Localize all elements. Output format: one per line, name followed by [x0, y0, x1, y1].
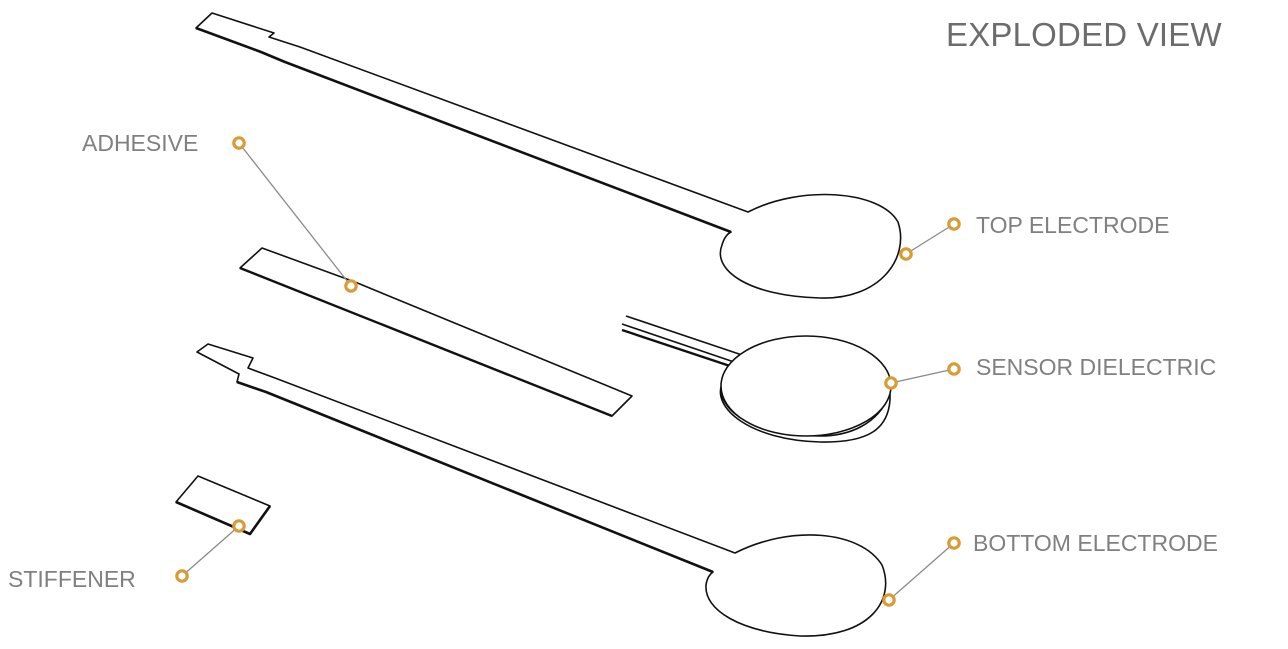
top-electrode-layer	[195, 12, 902, 299]
top-electrode-shape	[195, 12, 902, 299]
leader-line-bottom-electrode	[888, 542, 955, 601]
leader-line-top-electrode	[905, 223, 955, 255]
marker-bottom-electrode-part	[882, 593, 896, 607]
top-electrode-trace-edge	[195, 26, 732, 234]
marker-adhesive-part	[344, 279, 358, 293]
marker-dielectric-label	[947, 362, 961, 376]
label-adhesive: ADHESIVE	[82, 130, 199, 156]
bottom-electrode-trace-edge	[236, 380, 714, 574]
leader-line-stiffener	[181, 525, 240, 577]
marker-stiffener-part	[232, 519, 246, 533]
adhesive-shape	[239, 247, 633, 417]
bottom-electrode-shape	[196, 343, 887, 637]
adhesive-edge	[239, 266, 613, 418]
adhesive-layer	[239, 247, 633, 418]
label-bottom-electrode: BOTTOM ELECTRODE	[973, 530, 1218, 556]
label-sensor-dielectric: SENSOR DIELECTRIC	[976, 354, 1217, 380]
stiffener-layer	[175, 475, 272, 536]
leader-lines	[181, 142, 955, 601]
callout-markers	[175, 136, 961, 607]
stiffener-edge	[175, 500, 272, 536]
marker-bottom-electrode-label	[947, 536, 961, 550]
marker-top-electrode-part	[899, 247, 913, 261]
marker-adhesive-label	[232, 136, 246, 150]
marker-top-electrode-label	[947, 217, 961, 231]
dielectric-lead-top	[625, 315, 746, 357]
label-stiffener: STIFFENER	[8, 566, 136, 592]
dielectric-lead-mid	[621, 323, 741, 365]
bottom-electrode-layer	[196, 343, 887, 637]
leader-line-adhesive	[238, 142, 352, 287]
leader-line-sensor-dielectric	[890, 368, 955, 384]
dielectric-disc	[720, 335, 892, 437]
marker-stiffener-label	[175, 569, 189, 583]
marker-dielectric-part	[884, 376, 898, 390]
dielectric-lead-bottom	[621, 328, 737, 370]
sensor-dielectric-layer	[621, 315, 892, 443]
diagram-title: EXPLODED VIEW	[946, 16, 1222, 53]
label-top-electrode: TOP ELECTRODE	[976, 212, 1170, 238]
